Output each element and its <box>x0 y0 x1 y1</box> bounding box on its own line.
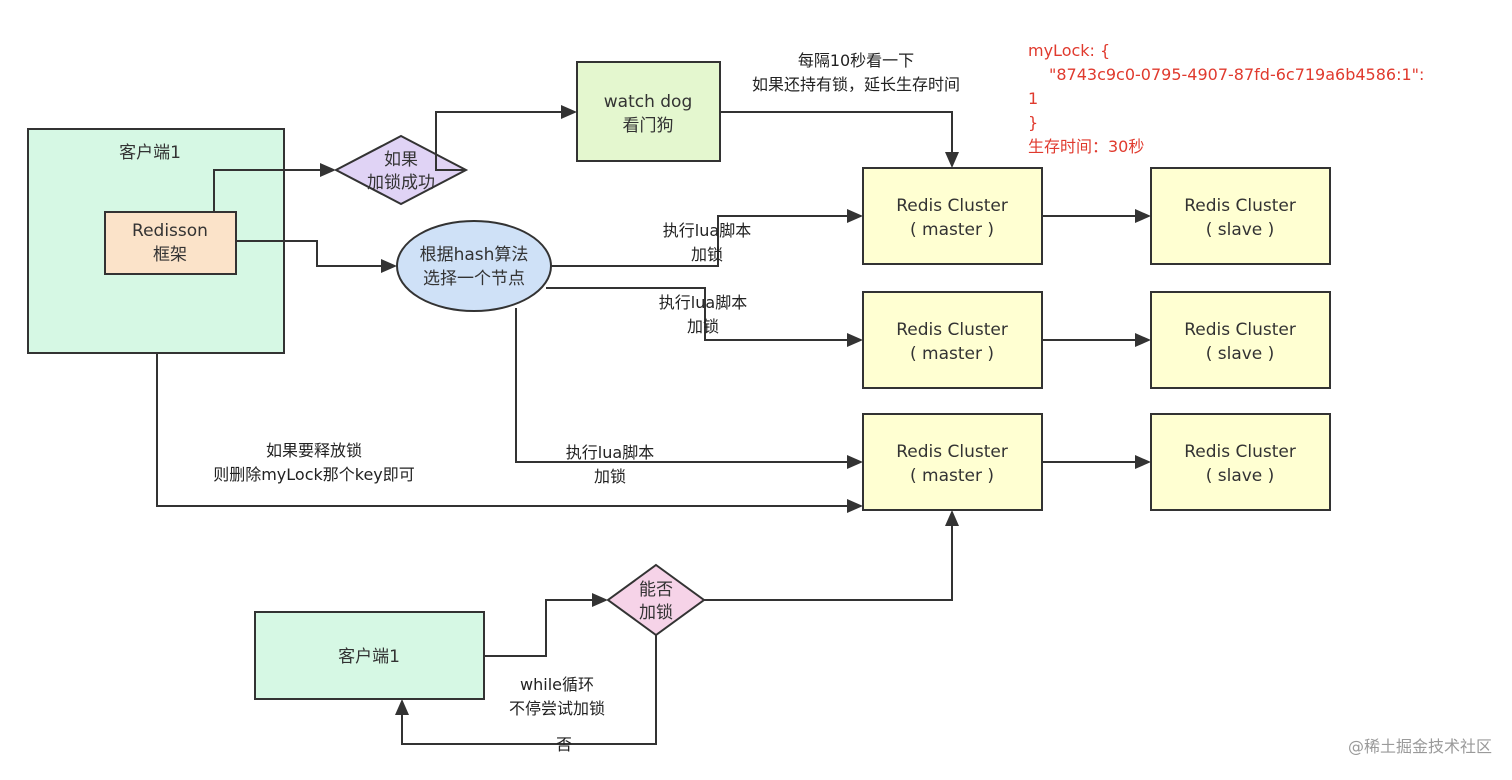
edge-redisson-to-selector <box>236 240 381 267</box>
lock-note-line1: myLock: { <box>1028 41 1110 60</box>
redis-master-1-line1: Redis Cluster <box>896 196 1008 216</box>
edge-decision-no-loop <box>401 635 657 745</box>
watchdog-box <box>576 61 721 162</box>
edge-selector-to-master3 <box>515 308 847 463</box>
hash-selector-line1: 根据hash算法 <box>420 245 529 265</box>
redis-slave-2-line2: ( slave ) <box>1206 344 1275 364</box>
arrowhead <box>381 259 397 273</box>
arrowhead <box>1135 333 1151 347</box>
arrowhead <box>561 105 577 119</box>
edge-decision-to-master3 <box>704 526 953 601</box>
arrowhead <box>1135 209 1151 223</box>
watchdog-note-line1: 每隔10秒看一下 <box>798 51 914 70</box>
lock-note-line2: "8743c9c0-0795-4907-87fd-6c719a6b4586:1"… <box>1049 65 1424 84</box>
arrowhead <box>847 455 863 469</box>
edge-redisson-to-decision <box>213 169 320 212</box>
watchdog-note-line2: 如果还持有锁，延长生存时间 <box>752 75 960 94</box>
edge-client-release-to-master3 <box>156 353 847 507</box>
loop-label-line1: while循环 <box>520 675 594 694</box>
decision-success-line2: 加锁成功 <box>367 173 435 193</box>
arrowhead <box>847 333 863 347</box>
lock-note-line5: 生存时间：30秒 <box>1028 137 1144 156</box>
edge-decision-to-watchdog <box>435 111 561 171</box>
lua3-label-line1: 执行lua脚本 <box>566 443 654 462</box>
arrowhead <box>320 163 336 177</box>
redisson-label-line2: 框架 <box>153 245 187 265</box>
client1-bottom-box <box>254 611 485 700</box>
redis-master-3-line2: ( master ) <box>910 466 994 486</box>
release-label-line2: 则删除myLock那个key即可 <box>213 465 415 484</box>
watchdog-label-line2: 看门狗 <box>623 116 674 136</box>
redis-master-2-line1: Redis Cluster <box>896 320 1008 340</box>
redis-master-2-box <box>862 291 1043 389</box>
edge-selector-to-master1 <box>551 215 847 267</box>
lua1-label-line2: 加锁 <box>691 245 723 264</box>
lock-note-line3: 1 <box>1028 89 1038 108</box>
redis-master-3-box <box>862 413 1043 511</box>
decision-success-line1: 如果 <box>384 150 418 170</box>
edge-client-bottom-to-decision <box>484 599 592 657</box>
decision-lock-line2: 加锁 <box>639 603 673 623</box>
release-label-line1: 如果要释放锁 <box>266 441 362 460</box>
loop-label-line2: 不停尝试加锁 <box>509 699 605 718</box>
arrowhead <box>945 510 959 526</box>
redis-slave-2-line1: Redis Cluster <box>1184 320 1296 340</box>
redis-slave-3-line1: Redis Cluster <box>1184 442 1296 462</box>
redis-slave-3-box <box>1150 413 1331 511</box>
redis-slave-1-line1: Redis Cluster <box>1184 196 1296 216</box>
redisson-label-line1: Redisson <box>132 221 208 241</box>
lua1-label-line1: 执行lua脚本 <box>663 221 751 240</box>
decision-lock-success-diamond <box>333 134 469 206</box>
lua2-label-line1: 执行lua脚本 <box>659 293 747 312</box>
lock-note-line4: } <box>1028 113 1038 132</box>
edge-selector-to-master2 <box>546 287 847 341</box>
arrowhead <box>847 209 863 223</box>
redis-master-3-line1: Redis Cluster <box>896 442 1008 462</box>
decision-can-lock-diamond <box>606 563 706 637</box>
watchdog-label-line1: watch dog <box>604 92 693 112</box>
redis-master-1-box <box>862 167 1043 265</box>
arrowhead <box>945 152 959 168</box>
redisson-framework-box <box>104 211 237 275</box>
client1-top-label: 客户端1 <box>119 143 181 163</box>
no-label: 否 <box>556 735 572 754</box>
hash-selector-line2: 选择一个节点 <box>423 269 525 289</box>
redis-master-1-line2: ( master ) <box>910 220 994 240</box>
arrowhead <box>592 593 608 607</box>
watermark: @稀土掘金技术社区 <box>1348 737 1492 756</box>
client1-bottom-label: 客户端1 <box>338 647 400 667</box>
arrowhead <box>847 499 863 513</box>
lua3-label-line2: 加锁 <box>594 467 626 486</box>
redis-slave-3-line2: ( slave ) <box>1206 466 1275 486</box>
edge-watchdog-to-master1 <box>720 111 953 152</box>
arrowhead <box>395 699 409 715</box>
hash-selector-ellipse <box>396 220 552 312</box>
arrowhead <box>1135 455 1151 469</box>
redis-slave-1-line2: ( slave ) <box>1206 220 1275 240</box>
redis-slave-2-box <box>1150 291 1331 389</box>
decision-lock-line1: 能否 <box>639 580 673 600</box>
lua2-label-line2: 加锁 <box>687 317 719 336</box>
redis-master-2-line2: ( master ) <box>910 344 994 364</box>
redis-slave-1-box <box>1150 167 1331 265</box>
